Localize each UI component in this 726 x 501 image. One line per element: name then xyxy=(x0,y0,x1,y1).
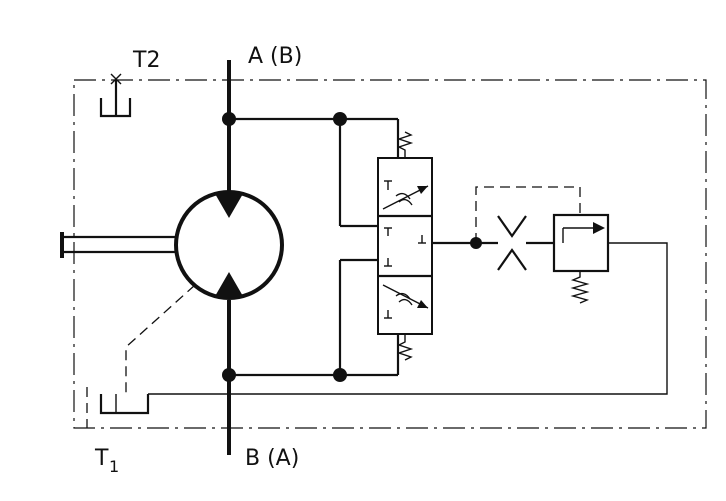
port-t1-label: T xyxy=(94,446,109,471)
connection-lines xyxy=(229,117,400,377)
valve-spring-bottom-icon xyxy=(396,334,414,361)
hydraulic-motor xyxy=(174,190,284,300)
valve-envelope-upper xyxy=(382,180,429,210)
enclosure-boundary xyxy=(73,79,707,429)
throttle-orifice xyxy=(497,215,554,271)
tank-t1-icon xyxy=(86,387,150,428)
relief-spring-icon xyxy=(570,271,590,304)
case-drain-line xyxy=(125,284,196,394)
pressure-relief-valve xyxy=(552,213,610,304)
port-t2-label: T2 xyxy=(132,48,160,73)
port-a-label: A (B) xyxy=(248,44,302,69)
drain-line xyxy=(148,242,668,395)
valve-envelope-middle xyxy=(384,227,426,267)
port-t1-subscript: 1 xyxy=(109,457,119,476)
tank-t2-icon xyxy=(99,73,132,118)
output-shaft xyxy=(60,232,176,258)
shuttle-valve xyxy=(377,131,433,361)
motor-flow-triangle-bottom xyxy=(214,272,244,298)
motor-flow-triangle-top xyxy=(214,192,244,218)
valve-envelope-lower xyxy=(382,284,429,319)
port-b-label: B (A) xyxy=(245,446,299,471)
valve-spring-top-icon xyxy=(396,131,414,158)
